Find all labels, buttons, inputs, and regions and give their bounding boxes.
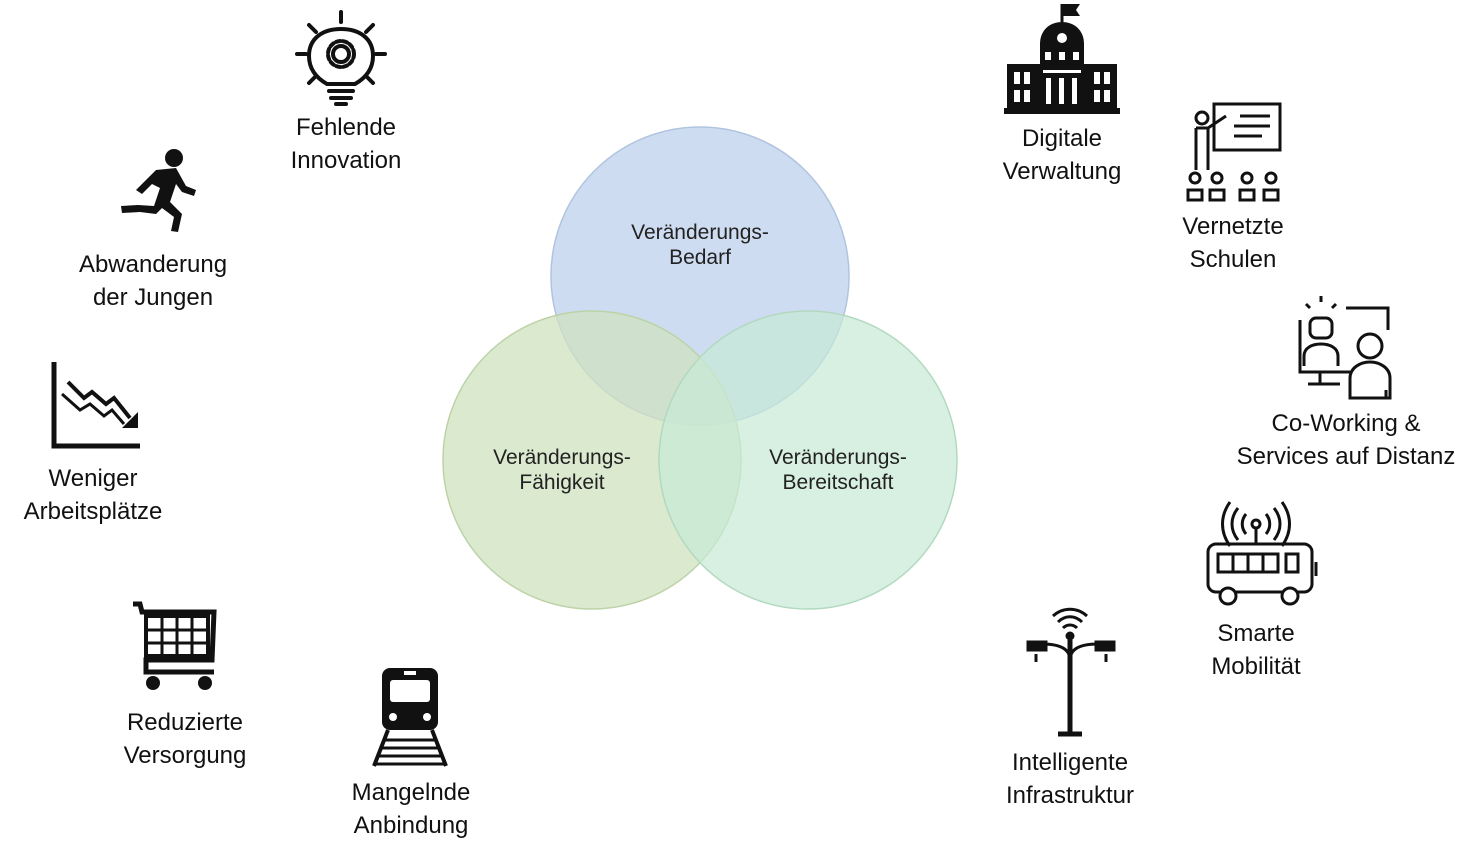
running-person-icon bbox=[121, 149, 196, 232]
venn-label-faehigkeit: Veränderungs-Fähigkeit bbox=[493, 446, 631, 494]
venn-diagram bbox=[442, 126, 958, 610]
remote-meeting-icon bbox=[1298, 296, 1392, 400]
solution-label-coworking: Co-Working &Services auf Distanz bbox=[1236, 410, 1456, 470]
town-hall-icon bbox=[1004, 4, 1120, 114]
connected-bus-icon bbox=[1206, 501, 1318, 606]
lightbulb-gear-icon bbox=[295, 10, 387, 106]
venn-label-bereitschaft: Veränderungs-Bereitschaft bbox=[769, 446, 907, 494]
venn-circle-bereitschaft bbox=[658, 310, 958, 610]
classroom-presentation-icon bbox=[1186, 102, 1282, 202]
venn-label-bedarf: Veränderungs-Bedarf bbox=[631, 221, 769, 269]
train-icon bbox=[372, 668, 448, 767]
shopping-cart-icon bbox=[133, 601, 217, 690]
declining-chart-icon bbox=[51, 362, 140, 449]
smart-streetlight-icon bbox=[1026, 607, 1116, 737]
